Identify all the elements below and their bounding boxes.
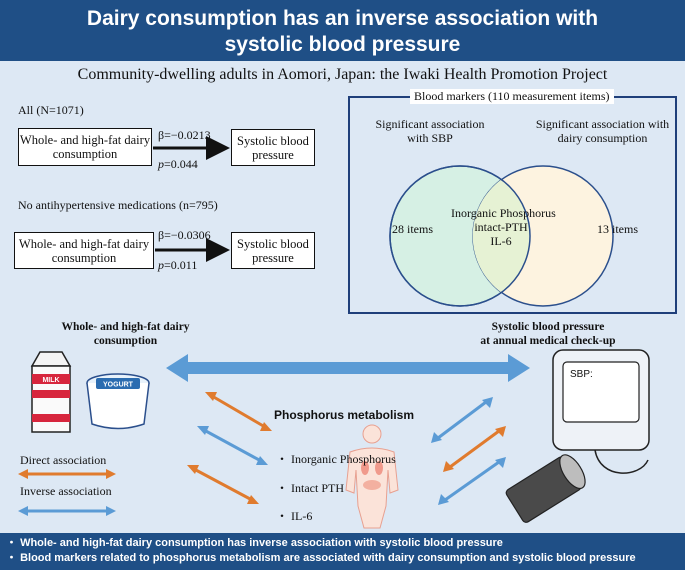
left-count: 28 items (392, 222, 433, 236)
footer-point-1-text: Whole- and high-fat dairy consumption ha… (20, 537, 503, 549)
milk-text: MILK (42, 377, 59, 384)
milk-carton-icon: MILK (30, 351, 72, 433)
footer-point-1: ・ Whole- and high-fat dairy consumption … (6, 537, 503, 549)
bottom-illustration: MILK YOGURT SBP: (18, 349, 650, 529)
p-value-all: p=0.044 (158, 157, 198, 172)
footer-point-2: ・ Blood markers related to phosphorus me… (6, 552, 636, 564)
group-nomed-label: No antihypertensive medications (n=795) (18, 198, 218, 212)
venn-diagram (389, 165, 614, 307)
right-inverse-arrow-bottom (438, 457, 506, 505)
outcome-box-all: Systolic blood pressure (231, 129, 315, 166)
phosphorus-item-2: ・ Intact PTH (276, 481, 345, 495)
conclusion-footer: ・ Whole- and high-fat dairy consumption … (0, 533, 685, 570)
right-inverse-arrow-top (431, 397, 493, 443)
venn-overlap (472, 179, 531, 293)
title-bar: Dairy consumption has an inverse associa… (0, 0, 685, 61)
exposure-box-nomed: Whole- and high-fat dairy consumption (14, 232, 154, 269)
phosphorus-item-1: ・ Inorganic Phosphorus (276, 452, 396, 466)
title-line-2: systolic blood pressure (224, 33, 461, 56)
right-circle-label: Significant association with dairy consu… (535, 117, 670, 145)
left-inverse-arrow-mid (197, 426, 268, 465)
left-direct-arrow-top (205, 392, 272, 431)
phosphorus-item-1-text: Inorganic Phosphorus (291, 452, 396, 466)
legend-inverse-arrow (18, 506, 116, 516)
legend-direct-arrow (18, 469, 116, 479)
outcome-box-nomed: Systolic blood pressure (231, 232, 315, 269)
beta-all: β=−0.0213 (158, 128, 211, 142)
phosphorus-item-3: ・ IL-6 (276, 509, 313, 523)
group-all-label: All (N=1071) (18, 103, 84, 117)
yogurt-text: YOGURT (103, 382, 134, 389)
right-count: 13 items (597, 222, 638, 236)
overlap-marker-1: Inorganic Phosphorus (451, 206, 556, 220)
beta-nomed: β=−0.0306 (158, 228, 211, 242)
p-number: =0.011 (164, 258, 198, 272)
p-symbol: p (158, 157, 164, 171)
monitor-sbp-text: SBP: (570, 369, 593, 380)
phosphorus-item-2-text: Intact PTH (291, 481, 345, 495)
overlap-marker-2: intact-PTH (474, 220, 528, 234)
exposure-box-all: Whole- and high-fat dairy consumption (18, 128, 152, 166)
blood-markers-header: Blood markers (110 measurement items) (410, 89, 614, 104)
bp-monitor-icon: SBP: (505, 349, 650, 523)
phosphorus-title: Phosphorus metabolism (274, 408, 415, 422)
left-circle-label: Significant association with SBP (375, 117, 485, 145)
dairy-label: Whole- and high-fat dairy consumption (61, 321, 190, 347)
sbp-label-1: Systolic blood pressure (491, 321, 605, 333)
title-line-1: Dairy consumption has an inverse associa… (86, 7, 599, 30)
human-body-icon (345, 424, 399, 529)
sbp-label-2: at annual medical check-up (480, 335, 616, 347)
p-value-nomed: p=0.011 (158, 258, 197, 273)
blood-markers-panel: Blood markers (110 measurement items) Si… (348, 89, 677, 314)
phosphorus-item-3-text: IL-6 (291, 509, 313, 523)
yogurt-cup-icon: YOGURT (86, 373, 150, 430)
left-direct-arrow-bottom (187, 465, 259, 504)
p-number: =0.044 (164, 157, 198, 171)
p-symbol: p (158, 258, 164, 272)
analysis-arrows (153, 136, 230, 262)
venn-left-outline (389, 165, 531, 307)
subtitle: Community-dwelling adults in Aomori, Jap… (77, 66, 608, 83)
right-direct-arrow-mid (443, 426, 506, 472)
overlap-marker-3: IL-6 (490, 234, 512, 248)
legend-direct-label: Direct association (20, 453, 107, 467)
legend-inverse-label: Inverse association (20, 484, 112, 498)
footer-point-2-text: Blood markers related to phosphorus meta… (20, 552, 636, 564)
main-inverse-arrow (166, 354, 530, 382)
